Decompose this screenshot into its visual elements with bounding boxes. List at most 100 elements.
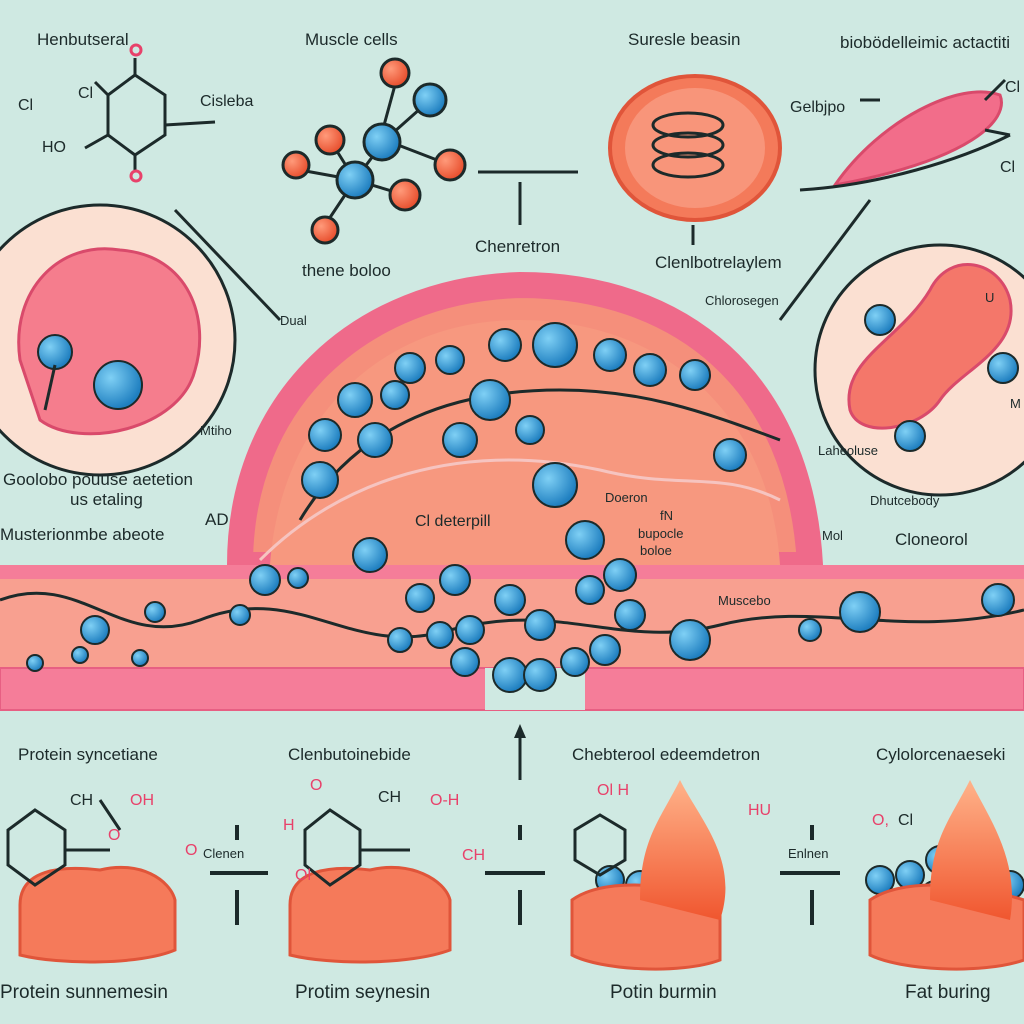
molecule-bubble (80, 615, 110, 645)
panel-caption: Protim seynesin (295, 982, 430, 1003)
chem-label: Cl (18, 97, 33, 114)
chemical-structure-top-left (84, 58, 216, 170)
molecule-bubble (405, 583, 435, 613)
molecule-bubble (439, 564, 471, 596)
molecule-bubble (455, 615, 485, 645)
panel-caption: Potin burmin (610, 982, 717, 1003)
molecule-bubble (679, 359, 711, 391)
label-chlorosegen: Chlorosegen (705, 293, 779, 308)
molecule-bubble (301, 461, 339, 499)
panel-caption: Protein sunnemesin (0, 982, 168, 1003)
right-zoom-circle (813, 243, 1024, 497)
molecule-bubbles (26, 322, 1024, 920)
molecule-bubble (492, 657, 528, 693)
molecule-bubble (357, 422, 393, 458)
chem-label: Gelbjpo (790, 99, 845, 116)
molecule-bubble (560, 647, 590, 677)
label-ad: AD (205, 510, 229, 529)
molecule-bubble (426, 621, 454, 649)
molecule-bubble (229, 604, 251, 626)
molecule-bubble (565, 520, 605, 560)
molecule-bubble (798, 618, 822, 642)
arrow-label: Clenen (203, 846, 244, 861)
label-muscle-cells: Muscle cells (305, 30, 398, 49)
bidirectional-arrows (210, 825, 840, 925)
panel-title: Clenbutoinebide (288, 745, 411, 764)
panel-title: Chebterool edeemdetron (572, 745, 760, 764)
label-laheoluse: Laheoluse (818, 443, 878, 458)
labels: Henbutseral Muscle cells Suresle beasin … (0, 30, 1021, 1003)
label-bupocle: fN (660, 508, 673, 523)
bottom-muscle-blocks (18, 780, 1024, 971)
molecule-bubble (450, 647, 480, 677)
molecule-bubble (603, 558, 637, 592)
label-musterionmbe: Musterionmbe abeote (0, 525, 164, 544)
chem-label: CH (378, 789, 401, 806)
oxygen-atom (129, 43, 143, 57)
molecule-bubble (442, 422, 478, 458)
oxygen-atom (129, 169, 143, 183)
molecule-bubble (337, 382, 373, 418)
molecule-bubble (713, 438, 747, 472)
chem-label: O (108, 827, 120, 844)
label-dual: Dual (280, 313, 307, 328)
fat-cell-cluster (608, 74, 782, 222)
label-bupocle: boloe (640, 543, 672, 558)
chem-label: OH (130, 792, 154, 809)
label-thene-boloo: thene boloo (302, 261, 391, 280)
molecule-bubble (308, 418, 342, 452)
molecule-bubble (524, 609, 556, 641)
molecule-bubble (575, 575, 605, 605)
panel-caption: Fat buring (905, 982, 991, 1003)
left-zoom-circle (0, 203, 237, 477)
label-cl-deterpill: Cl deterpill (415, 513, 491, 530)
chem-label: Cl (78, 85, 93, 102)
molecule-bubble (352, 537, 388, 573)
label-mol: Mol (822, 528, 843, 543)
chem-label: Ol (295, 867, 311, 884)
chem-label: HU (748, 802, 771, 819)
chem-label: O, (872, 812, 889, 829)
chem-label: O (185, 842, 197, 859)
chem-label: Cl (898, 812, 913, 829)
label-cloneorol: Cloneorol (895, 530, 968, 549)
chem-label: HO (42, 139, 66, 156)
molecule-bubble (494, 584, 526, 616)
chem-label: O-H (430, 792, 459, 809)
molecule-bubble (523, 658, 557, 692)
molecule-bubble (839, 591, 881, 633)
chem-label: Ol H (597, 782, 629, 799)
molecule-bubble (387, 627, 413, 653)
chem-label: H (283, 817, 295, 834)
chem-label: CH (462, 847, 485, 864)
molecule-model (281, 57, 467, 245)
molecule-bubble (488, 328, 522, 362)
label-chenretron: Chenretron (475, 237, 560, 256)
muscle-fiber (799, 78, 1011, 192)
chem-label: Cisleba (200, 93, 253, 110)
molecule-bubble (435, 345, 465, 375)
label-u: U (985, 290, 994, 305)
molecule-bubble (144, 601, 166, 623)
molecule-bubble (532, 462, 578, 508)
molecule-bubble (71, 646, 89, 664)
molecule-bubble (287, 567, 309, 589)
molecule-bubble (669, 619, 711, 661)
molecule-bubble (131, 649, 149, 667)
molecule-bubble (394, 352, 426, 384)
label-doeron: Doeron (605, 490, 648, 505)
molecule-bubble (981, 583, 1015, 617)
label-mtiho: Mtiho (200, 423, 232, 438)
molecule-bubble (614, 599, 646, 631)
molecule-bubble (593, 338, 627, 372)
molecule-bubble (469, 379, 511, 421)
label-clenlbotrelaylem: Clenlbotrelaylem (655, 253, 782, 272)
panel-title: Cylolorcenaeseki (876, 745, 1005, 764)
molecule-bubble (249, 564, 281, 596)
chem-label: CH (70, 792, 93, 809)
molecule-bubble (633, 353, 667, 387)
molecule-bubble (589, 634, 621, 666)
label-left-caption: us etaling (70, 490, 143, 509)
chem-label: Cl (1000, 159, 1015, 176)
